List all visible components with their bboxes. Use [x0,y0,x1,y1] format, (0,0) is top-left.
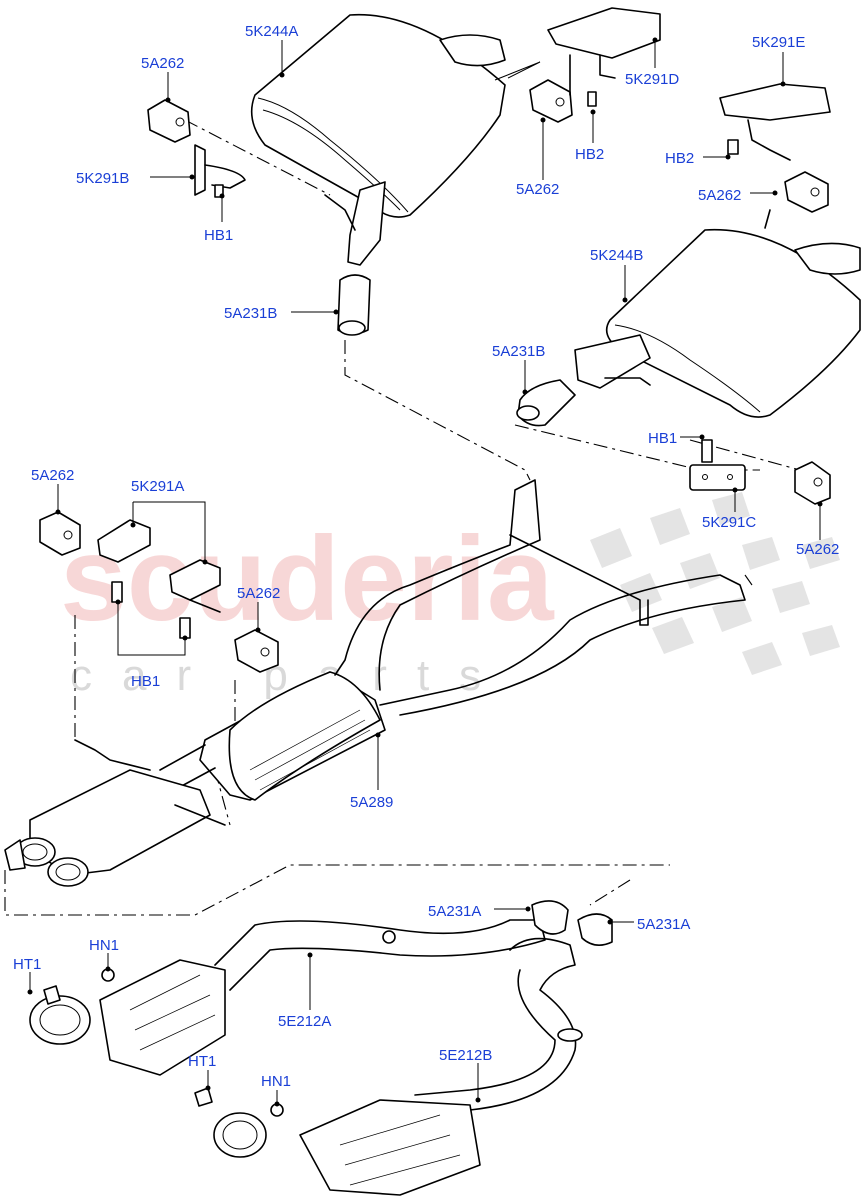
hanger-rubber-5a262-top-left [147,99,191,143]
stud-ht1-bottom [194,1087,213,1107]
label-5a262-mid-left: 5A262 [31,467,74,484]
downpipe-5e212b [213,937,583,1196]
bracket-5k291b [194,144,246,198]
label-ht1-left: HT1 [13,956,41,973]
downpipe-5e212a [29,919,546,1076]
clamp-5a231a-left [531,900,569,935]
checkered-flag-watermark [590,492,840,675]
label-5k291a: 5K291A [131,478,184,495]
part-labels: 5K244A 5A262 5K291B HB1 5A231B 5A262 5K2… [13,23,839,1090]
label-5a231b-top: 5A231B [224,305,277,322]
hanger-rubber-5a262-top-center [529,79,573,123]
fasteners [43,968,284,1117]
label-hb2-right: HB2 [665,150,694,167]
rear-muffler-5k244b [516,228,861,427]
label-5a231a-left: 5A231A [428,903,481,920]
bracket-5k291a [97,519,221,639]
label-5k291d: 5K291D [625,71,679,88]
label-hn1-bottom: HN1 [261,1073,291,1090]
label-5a262-mid-center: 5A262 [237,585,280,602]
label-5e212a: 5E212A [278,1013,331,1030]
alignment-lines [4,119,801,916]
label-5k291e: 5K291E [752,34,805,51]
label-5a231a-right: 5A231A [637,916,690,933]
rear-muffler-5k244a [250,13,541,336]
stud-ht1-left [43,985,61,1005]
centre-silencer-5a289 [159,479,746,801]
label-5k291b: 5K291B [76,170,129,187]
label-hn1-left: HN1 [89,937,119,954]
bracket-5k291d [547,7,661,107]
label-hb1-right: HB1 [648,430,677,447]
label-5k244b: 5K244B [590,247,643,264]
front-tailpipe-assembly [4,739,226,887]
label-hb2-top: HB2 [575,146,604,163]
clamp-5a231a-right [577,913,613,946]
leader-lines [27,37,823,1107]
label-hb1-mid: HB1 [131,673,160,690]
label-hb1-top: HB1 [204,227,233,244]
label-5a231b-mid: 5A231B [492,343,545,360]
label-ht1-bottom: HT1 [188,1053,216,1070]
label-5a262-top-left: 5A262 [141,55,184,72]
label-5k244a: 5K244A [245,23,298,40]
label-5a289: 5A289 [350,794,393,811]
label-5a262-right: 5A262 [698,187,741,204]
bracket-5k291e [719,83,831,161]
label-5k291c: 5K291C [702,514,756,531]
bracket-5k291c [689,439,746,491]
label-5a262-bottom-right: 5A262 [796,541,839,558]
hanger-rubber-5a262-bottom-right [794,461,831,505]
hanger-rubber-5a262-mid-center [234,629,279,673]
label-5e212b: 5E212B [439,1047,492,1064]
label-5a262-top-center: 5A262 [516,181,559,198]
hanger-rubber-5a262-right [764,171,829,229]
